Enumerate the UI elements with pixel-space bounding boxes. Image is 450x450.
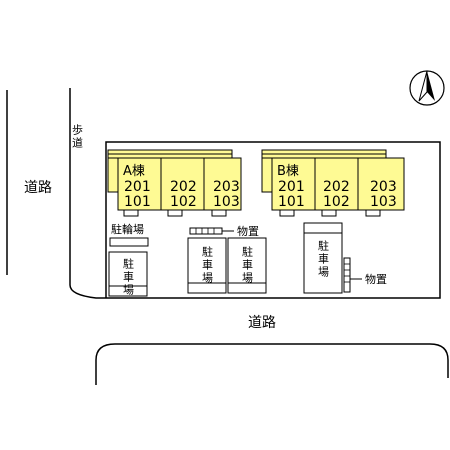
unit-a-202: 202 <box>170 179 197 195</box>
parking-label-4: 駐車場 <box>317 239 330 279</box>
unit-b-102: 102 <box>323 194 350 210</box>
parking-label-3: 駐車場 <box>241 245 254 285</box>
parking-label-1: 駐車場 <box>122 257 135 297</box>
sidewalk-label: 歩道 <box>71 123 84 150</box>
storage-1: 物置 <box>189 224 259 238</box>
site-boundary <box>69 88 441 299</box>
unit-b-101: 101 <box>278 194 305 210</box>
building-b-name: B棟 <box>277 164 299 179</box>
storage-label-1: 物置 <box>237 224 259 238</box>
unit-a-101: 101 <box>124 194 151 210</box>
road-edge-bottom <box>95 343 449 385</box>
bicycle-parking: 駐輪場 <box>109 222 149 247</box>
storage-label-2: 物置 <box>365 272 387 286</box>
unit-a-203: 203 <box>213 179 240 195</box>
building-b: B棟 201 101 202 102 203 103 <box>261 149 405 217</box>
building-a: A棟 201 101 202 102 203 103 <box>107 149 242 217</box>
north-arrow-icon <box>409 70 445 106</box>
parking-label-2: 駐車場 <box>201 245 214 285</box>
unit-b-202: 202 <box>323 179 350 195</box>
parking-lot-3: 駐車場 <box>227 237 267 294</box>
unit-a-201: 201 <box>124 179 151 195</box>
parking-lot-2: 駐車場 <box>187 237 227 294</box>
road-label-left: 道路 <box>24 180 52 196</box>
bicycle-parking-label: 駐輪場 <box>111 222 144 236</box>
parking-lot-1: 駐車場 <box>108 251 148 297</box>
unit-a-102: 102 <box>170 194 197 210</box>
unit-b-201: 201 <box>278 179 305 195</box>
unit-b-203: 203 <box>370 179 397 195</box>
unit-a-103: 103 <box>213 194 240 210</box>
building-a-name: A棟 <box>123 164 145 179</box>
unit-b-103: 103 <box>370 194 397 210</box>
storage-2: 物置 <box>343 257 387 293</box>
road-label-bottom: 道路 <box>248 315 276 331</box>
parking-lot-4: 駐車場 <box>303 222 343 294</box>
